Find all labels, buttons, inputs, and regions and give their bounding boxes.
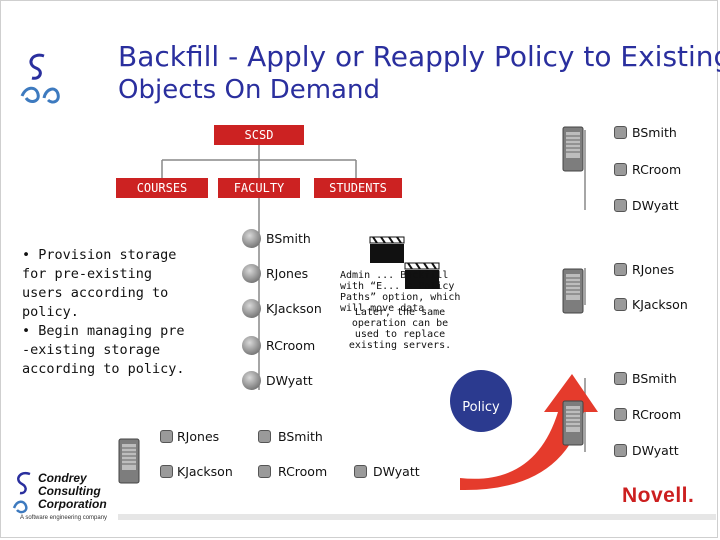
slide-title-line2: Objects On Demand [118, 75, 380, 105]
company-name: Condrey Consulting Corporation [38, 472, 107, 511]
volume-top-rcroom[interactable]: RCroom [632, 162, 682, 177]
company-logo-icon [12, 471, 31, 514]
note-replace: Later, the same operation can be used to… [348, 307, 452, 351]
volume-icon [160, 430, 173, 443]
volume-br-bsmith[interactable]: BSmith [632, 371, 677, 386]
policy-label: Policy [462, 400, 500, 415]
company-name-line2: Consulting [38, 484, 101, 498]
volume-br-dwyatt[interactable]: DWyatt [632, 443, 679, 458]
note-backfill: Admin ... Backfill with “E... e Policy P… [340, 270, 461, 314]
volume-bl-kjackson[interactable]: KJackson [177, 464, 233, 479]
user-icon [242, 371, 261, 390]
ou-box-faculty[interactable]: FACULTY [218, 178, 300, 198]
slide-title-text: Backfill - Apply or Reapply Policy to Ex… [118, 40, 720, 73]
company-name-line3: Corporation [38, 497, 107, 511]
volume-icon [614, 444, 627, 457]
corner-logo-icon [20, 53, 60, 104]
volume-icon [258, 430, 271, 443]
slide-title-line1: Backfill - Apply or Reapply Policy to Ex… [118, 41, 720, 74]
server-icon [562, 400, 584, 446]
volume-icon [160, 465, 173, 478]
novell-logo: Novell. [622, 484, 695, 507]
ou-box-scsd[interactable]: SCSD [214, 125, 304, 145]
faculty-user-dwyatt[interactable]: DWyatt [266, 373, 313, 388]
volume-icon [258, 465, 271, 478]
bullet-provision: • Provision storage for pre-existing use… [22, 247, 177, 320]
volume-bc-rcroom[interactable]: RCroom [278, 464, 328, 479]
volume-icon [614, 263, 627, 276]
faculty-user-rcroom[interactable]: RCroom [266, 338, 316, 353]
company-name-line1: Condrey [38, 471, 87, 485]
server-icon [118, 438, 140, 484]
volume-top-dwyatt[interactable]: DWyatt [632, 198, 679, 213]
footer-bar [118, 514, 716, 520]
volume-bl-rjones[interactable]: RJones [177, 429, 220, 444]
volume-bc-dwyatt[interactable]: DWyatt [373, 464, 420, 479]
ou-box-students[interactable]: STUDENTS [314, 178, 402, 198]
clapperboard-icon [369, 236, 405, 263]
faculty-user-rjones[interactable]: RJones [266, 266, 309, 281]
faculty-user-bsmith[interactable]: BSmith [266, 231, 311, 246]
volume-icon [614, 408, 627, 421]
volume-mid-kjackson[interactable]: KJackson [632, 297, 688, 312]
volume-icon [614, 163, 627, 176]
user-icon [242, 229, 261, 248]
ou-box-courses[interactable]: COURSES [116, 178, 208, 198]
volume-mid-rjones[interactable]: RJones [632, 262, 675, 277]
faculty-user-kjackson[interactable]: KJackson [266, 301, 322, 316]
server-icon [562, 268, 584, 314]
user-icon [242, 336, 261, 355]
volume-icon [614, 126, 627, 139]
volume-icon [614, 372, 627, 385]
company-tagline: A software engineering company [20, 515, 108, 521]
clapperboard-icon [404, 262, 440, 289]
user-icon [242, 299, 261, 318]
volume-top-bsmith[interactable]: BSmith [632, 125, 677, 140]
volume-icon [354, 465, 367, 478]
bullet-manage: • Begin managing pre -existing storage a… [22, 323, 185, 377]
volume-br-rcroom[interactable]: RCroom [632, 407, 682, 422]
volume-icon [614, 298, 627, 311]
volume-bc-bsmith[interactable]: BSmith [278, 429, 323, 444]
server-icon [562, 126, 584, 172]
volume-icon [614, 199, 627, 212]
user-icon [242, 264, 261, 283]
policy-circle[interactable] [450, 370, 512, 432]
